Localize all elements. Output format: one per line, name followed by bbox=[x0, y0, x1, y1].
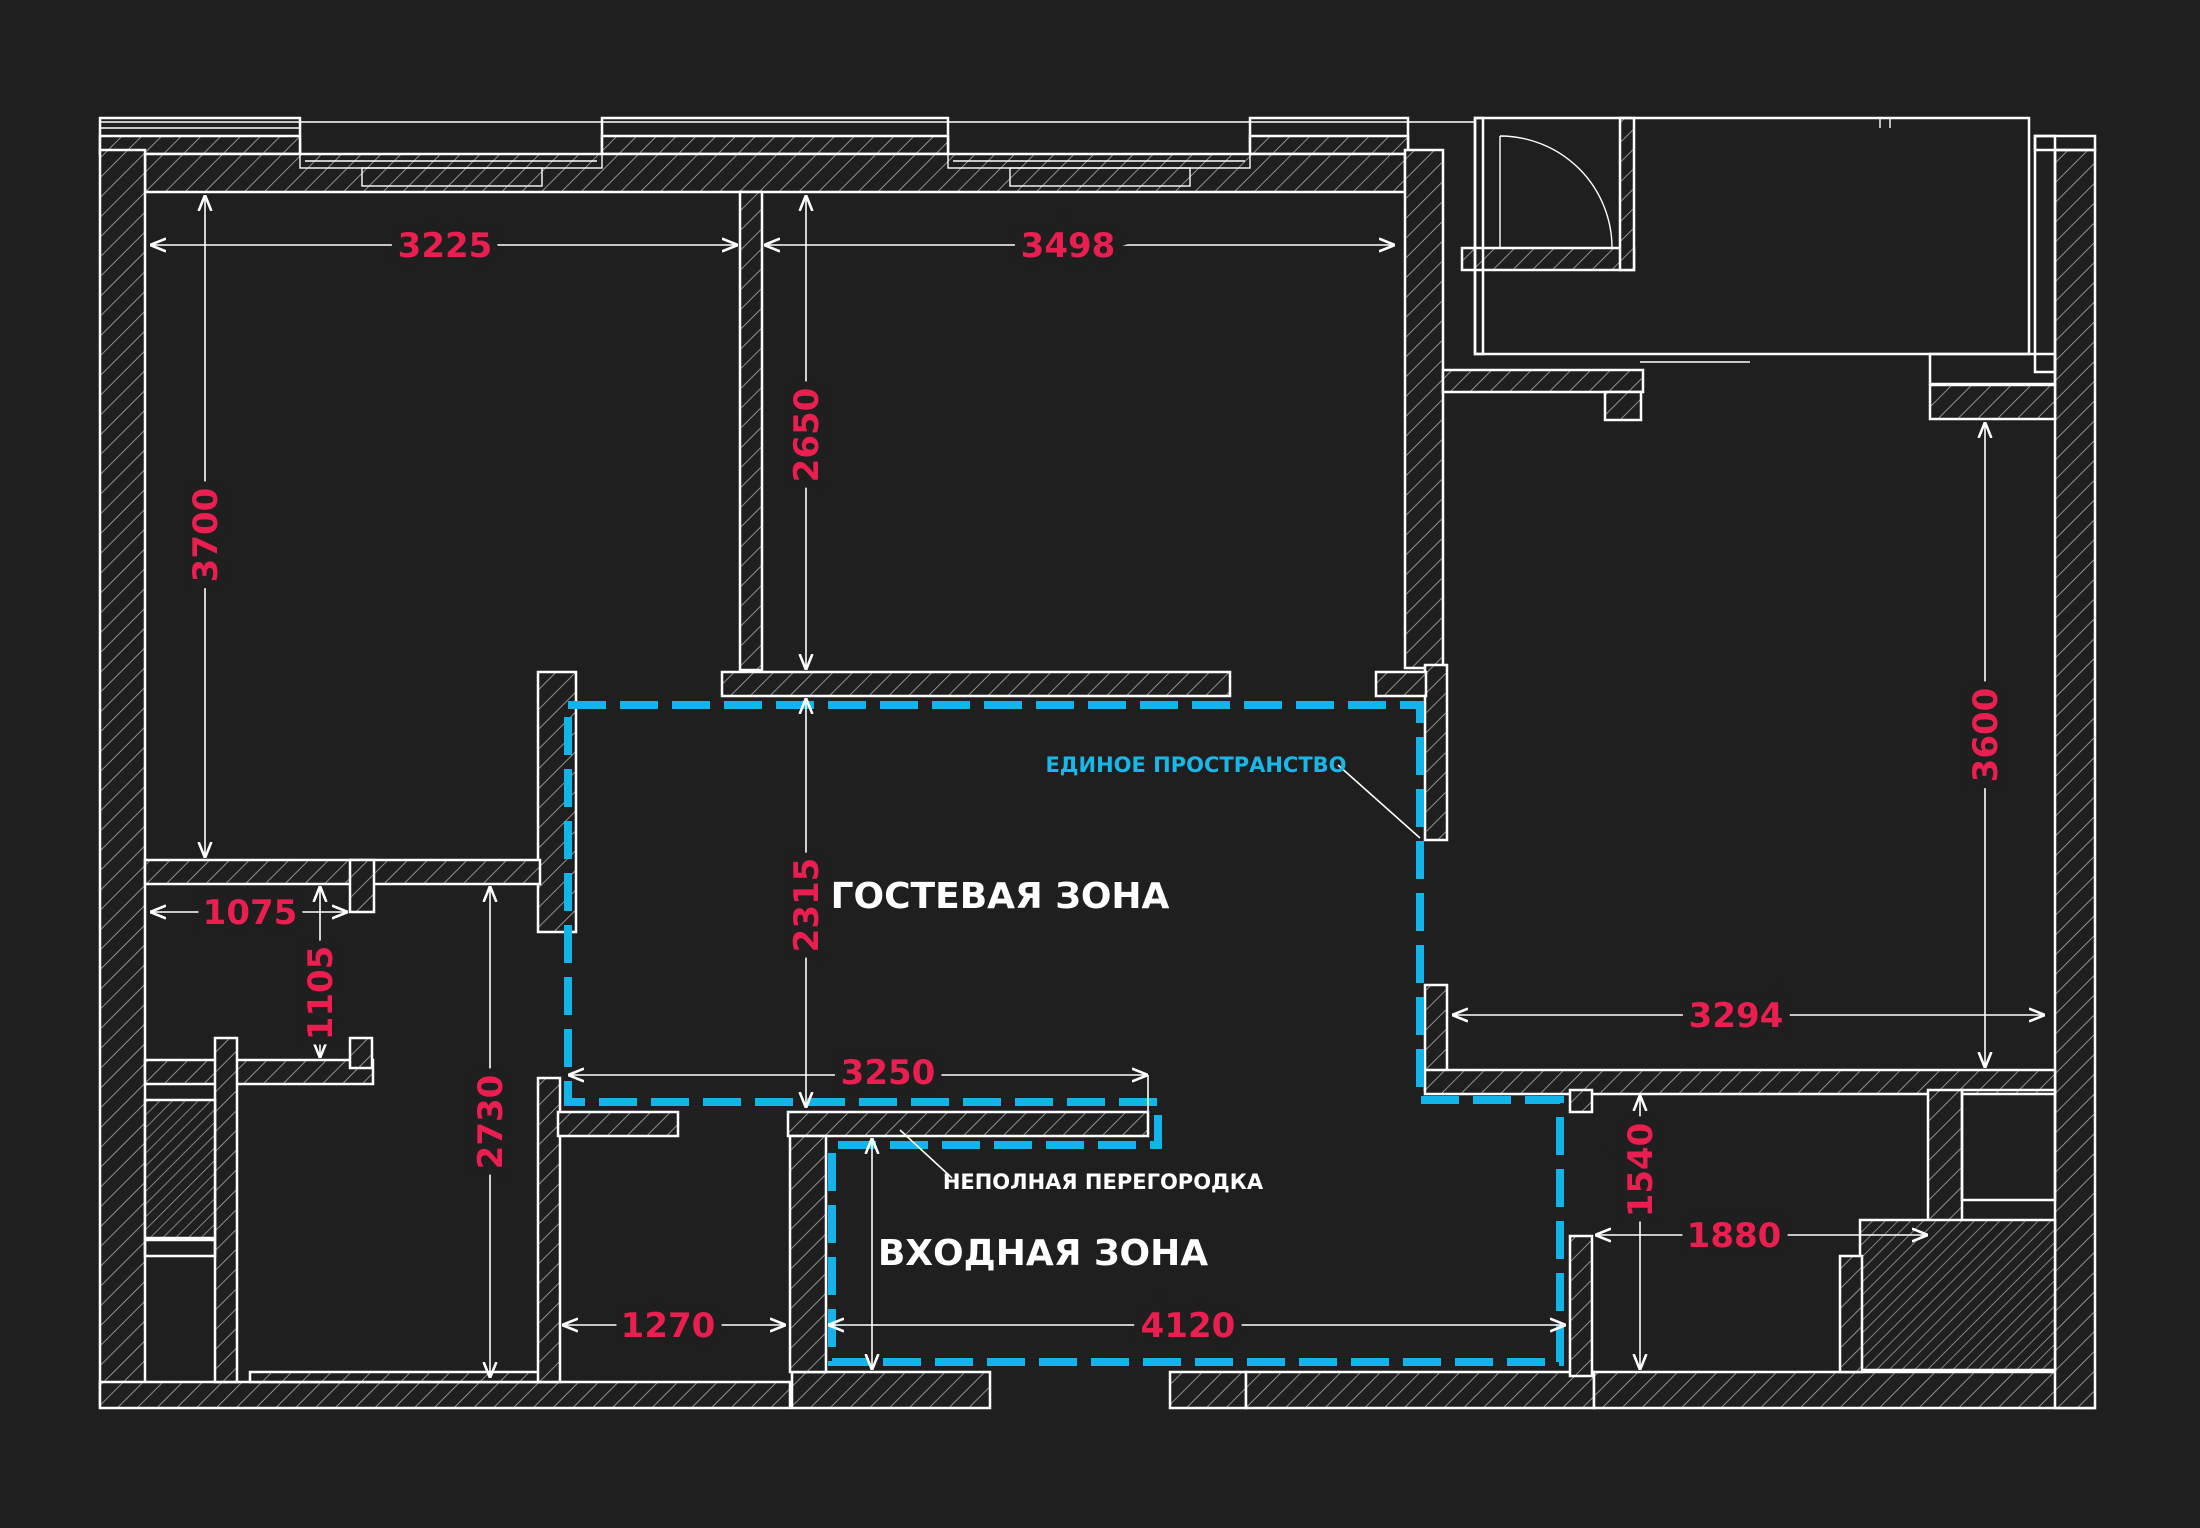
dim-2730: 2730 bbox=[471, 1075, 511, 1170]
single-space-note: ЕДИНОЕ ПРОСТРАНСТВО bbox=[1045, 753, 1346, 777]
entry-zone-label: ВХОДНАЯ ЗОНА bbox=[878, 1233, 1208, 1274]
walls bbox=[98, 116, 2097, 1410]
guest-zone-outline bbox=[564, 701, 1564, 1366]
dimension-lines bbox=[150, 195, 2045, 1378]
dimension-labels: 3225 3498 3700 2650 2315 3600 1075 1105 … bbox=[178, 218, 2014, 1354]
dim-1105: 1105 bbox=[301, 946, 341, 1041]
window-2 bbox=[947, 153, 1251, 187]
dim-2315: 2315 bbox=[787, 858, 827, 953]
dim-3700: 3700 bbox=[186, 488, 226, 583]
dim-1075: 1075 bbox=[203, 893, 298, 933]
dim-3498: 3498 bbox=[1021, 226, 1116, 266]
dim-3294: 3294 bbox=[1689, 996, 1784, 1036]
zone-outlines bbox=[564, 701, 1564, 1366]
dim-3600: 3600 bbox=[1966, 688, 2006, 783]
labels: ГОСТЕВАЯ ЗОНА ВХОДНАЯ ЗОНА ЕДИНОЕ ПРОСТР… bbox=[831, 753, 1347, 1274]
dim-3250: 3250 bbox=[841, 1053, 936, 1093]
dim-1540: 1540 bbox=[1621, 1123, 1661, 1218]
dim-2650: 2650 bbox=[787, 388, 827, 483]
dim-4120: 4120 bbox=[1141, 1306, 1236, 1346]
dim-1270: 1270 bbox=[621, 1306, 716, 1346]
dim-3225: 3225 bbox=[398, 226, 493, 266]
window-1 bbox=[299, 153, 603, 187]
partial-partition-note: НЕПОЛНАЯ ПЕРЕГОРОДКА bbox=[943, 1170, 1264, 1194]
dim-1880: 1880 bbox=[1687, 1216, 1782, 1256]
guest-zone-label: ГОСТЕВАЯ ЗОНА bbox=[831, 876, 1170, 917]
